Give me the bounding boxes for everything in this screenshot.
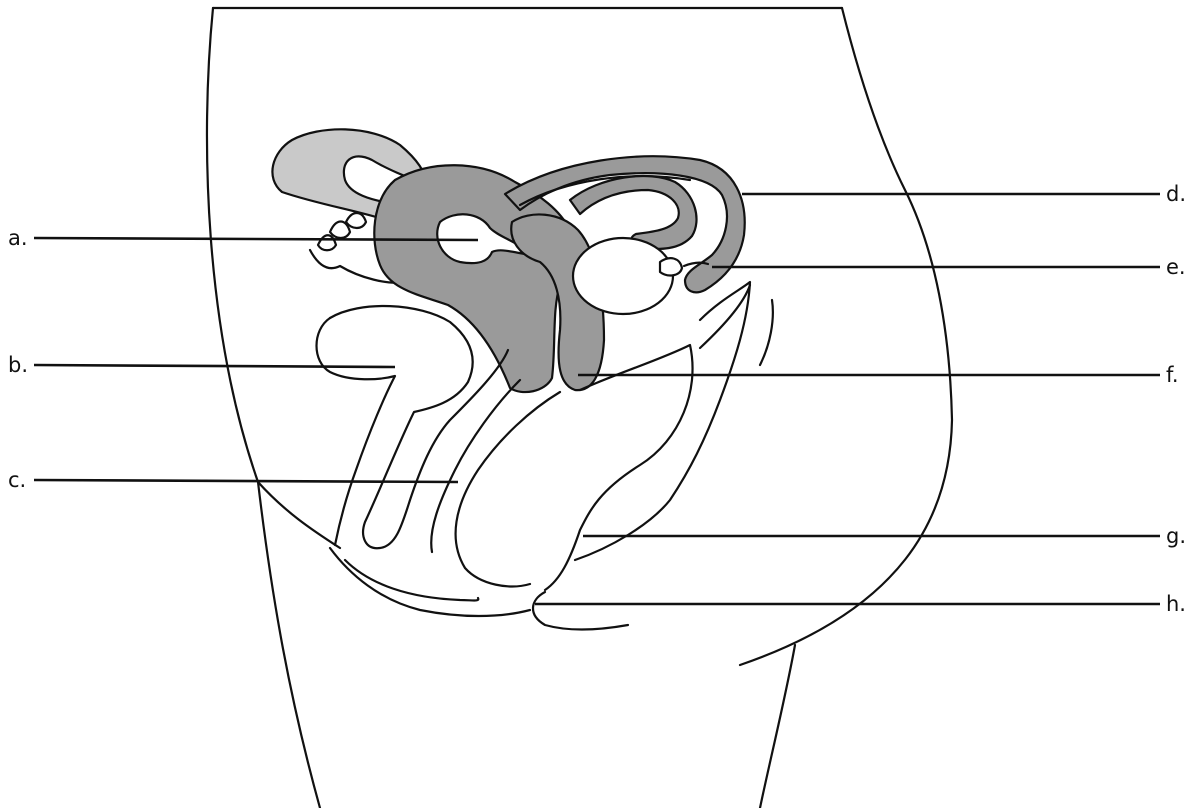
label-f: f. xyxy=(1166,363,1179,387)
label-b: b. xyxy=(8,353,28,377)
uterus xyxy=(374,165,575,392)
label-g: g. xyxy=(1166,524,1186,548)
leader-b xyxy=(34,365,395,367)
ovary xyxy=(573,238,673,314)
peritoneum-line xyxy=(700,285,750,348)
label-h: h. xyxy=(1166,592,1186,616)
label-e: e. xyxy=(1166,255,1186,279)
leader-c xyxy=(34,480,458,482)
label-a: a. xyxy=(8,226,28,250)
anus-fold xyxy=(533,592,628,630)
thigh-outline xyxy=(760,645,795,808)
vaginal-canal-front xyxy=(431,380,520,552)
fimbriae-1 xyxy=(318,235,336,250)
body-outline-left xyxy=(207,8,320,808)
fimbriae-3 xyxy=(346,213,366,228)
buttock-outline xyxy=(740,8,952,665)
label-c: c. xyxy=(8,468,26,492)
lower-abdomen-line xyxy=(258,482,340,548)
bladder-inner xyxy=(317,318,396,545)
labia-line xyxy=(345,560,478,601)
perineum-outer xyxy=(330,548,530,616)
ovary-ligament xyxy=(660,258,682,275)
sacrum-line xyxy=(760,300,773,365)
vaginal-canal-back xyxy=(456,392,560,586)
label-d: d. xyxy=(1166,182,1186,206)
